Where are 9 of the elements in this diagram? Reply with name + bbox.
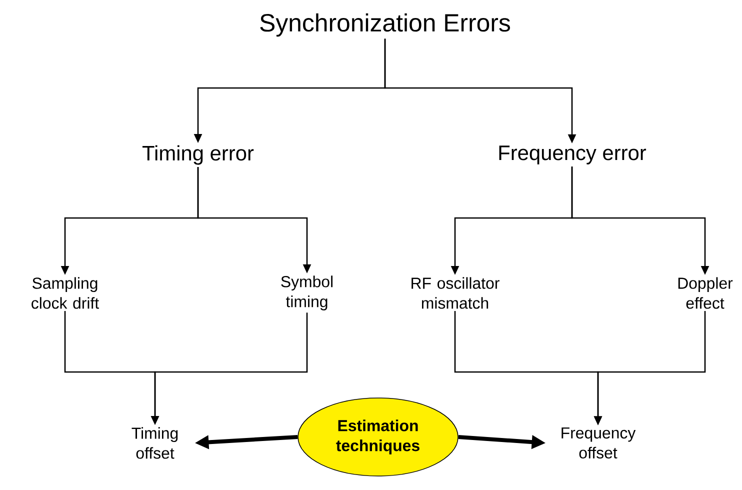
result-label: Frequency offset <box>562 427 636 459</box>
category-label: Timing error <box>142 145 254 165</box>
cause-label: RF oscillator mismatch <box>412 277 500 309</box>
cause-label: Symbol timing <box>281 276 332 310</box>
title-text: Synchronization Errors <box>260 13 510 37</box>
cause-label: Doppler effect <box>678 277 733 309</box>
category-label: Frequency error <box>499 146 646 164</box>
cause-label: Sampling clock drift <box>32 277 99 309</box>
result-label: Timing offset <box>132 427 178 459</box>
